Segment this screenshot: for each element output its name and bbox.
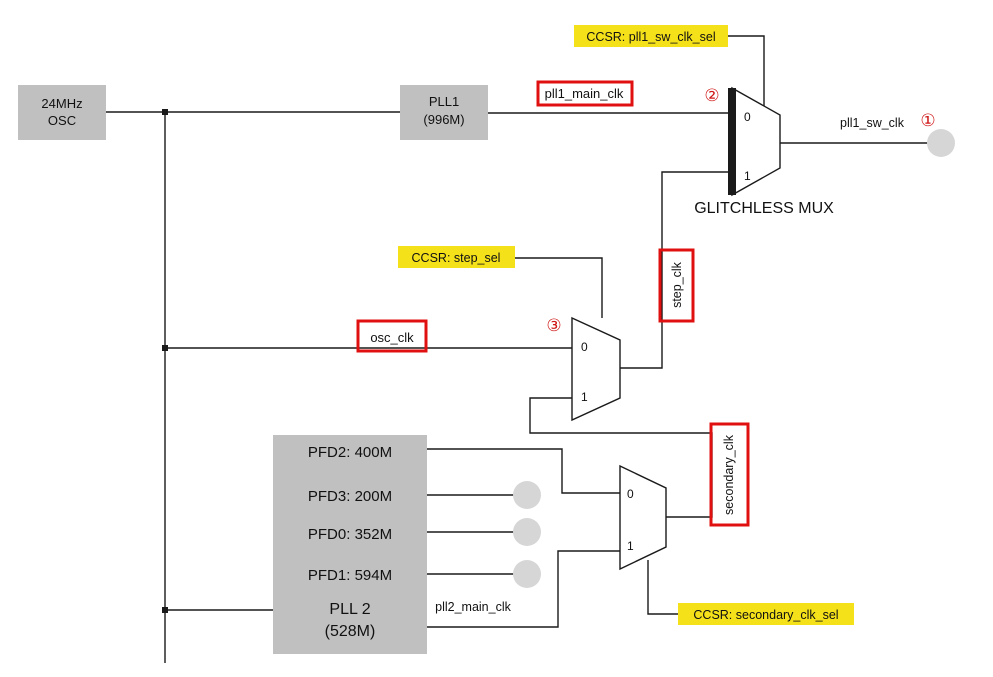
pfd3-label: PFD3: 200M [308, 488, 392, 505]
ccsr-secondary-clk-sel-label: CCSR: secondary_clk_sel [693, 608, 838, 622]
signal-label-pll2-main-clk: pll2_main_clk [435, 600, 511, 614]
ccsr-step-sel-label: CCSR: step_sel [412, 251, 501, 265]
marker-two: ② [704, 86, 719, 106]
wire-secondary-loop [529, 397, 713, 518]
signal-label-pll1-sw-clk: pll1_sw_clk [840, 116, 905, 130]
wire-ccsr-secondary-sel [647, 560, 678, 615]
pfd0-label: PFD0: 352M [308, 526, 392, 543]
osc-block: 24MHz OSC [18, 85, 106, 140]
pll1-label-line1: PLL1 [429, 94, 459, 109]
highlight-step-clk [658, 248, 695, 323]
step-mux: 0 1 [571, 316, 621, 422]
pll2-block: PFD2: 400M PFD3: 200M PFD0: 352M PFD1: 5… [273, 435, 427, 654]
highlight-pll1-main-clk [536, 80, 634, 107]
wires [106, 35, 928, 663]
pfd2-label: PFD2: 400M [308, 444, 392, 461]
wire-ccsr-pll1-sel [728, 35, 765, 110]
secondary-mux-in1: 1 [627, 539, 634, 553]
pll1-label-line2: (996M) [423, 112, 464, 127]
glitchless-mux-label: GLITCHLESS MUX [694, 200, 834, 217]
output-dot-pll1-sw-clk [927, 129, 955, 157]
wire-step-clk [620, 171, 732, 369]
signal-label-osc-clk: osc_clk [370, 330, 414, 345]
pll2-label-line1: PLL 2 [329, 601, 370, 618]
step-mux-in1: 1 [581, 390, 588, 404]
signal-label-step-clk: step_clk [670, 261, 684, 308]
marker-one: ① [920, 111, 935, 131]
highlight-secondary-clk [709, 422, 750, 527]
pll2-label-line2: (528M) [325, 623, 376, 640]
junction-node-bottom [162, 607, 168, 613]
ccsr-secondary-clk-sel: CCSR: secondary_clk_sel [678, 603, 854, 625]
glitchless-mux-bar [728, 88, 736, 195]
terminator-dot-pfd3 [513, 481, 541, 509]
step-mux-in0: 0 [581, 340, 588, 354]
junction-node-mid [162, 345, 168, 351]
pll1-block: PLL1 (996M) [400, 85, 488, 140]
osc-label-line2: OSC [48, 113, 76, 128]
ccsr-step-sel: CCSR: step_sel [398, 246, 515, 268]
wire-pfd2 [427, 448, 620, 494]
ccsr-pll1-sw-clk-sel: CCSR: pll1_sw_clk_sel [574, 25, 728, 47]
highlight-osc-clk [356, 319, 428, 353]
glitchless-mux: 0 1 GLITCHLESS MUX [694, 86, 834, 217]
marker-three: ③ [546, 316, 561, 336]
osc-label-line1: 24MHz [41, 96, 82, 111]
signal-label-pll1-main-clk: pll1_main_clk [545, 86, 624, 101]
glitchless-mux-in1: 1 [744, 169, 751, 183]
terminator-dot-pfd0 [513, 518, 541, 546]
terminator-dot-pfd1 [513, 560, 541, 588]
secondary-mux: 0 1 [619, 464, 667, 571]
wire-pll2-main [427, 550, 620, 628]
pfd1-label: PFD1: 594M [308, 567, 392, 584]
junction-node-top [162, 109, 168, 115]
glitchless-mux-in0: 0 [744, 110, 751, 124]
secondary-mux-in0: 0 [627, 487, 634, 501]
signal-label-secondary-clk: secondary_clk [722, 434, 736, 515]
wire-ccsr-step-sel [515, 257, 603, 318]
ccsr-pll1-sw-clk-sel-label: CCSR: pll1_sw_clk_sel [586, 30, 715, 44]
